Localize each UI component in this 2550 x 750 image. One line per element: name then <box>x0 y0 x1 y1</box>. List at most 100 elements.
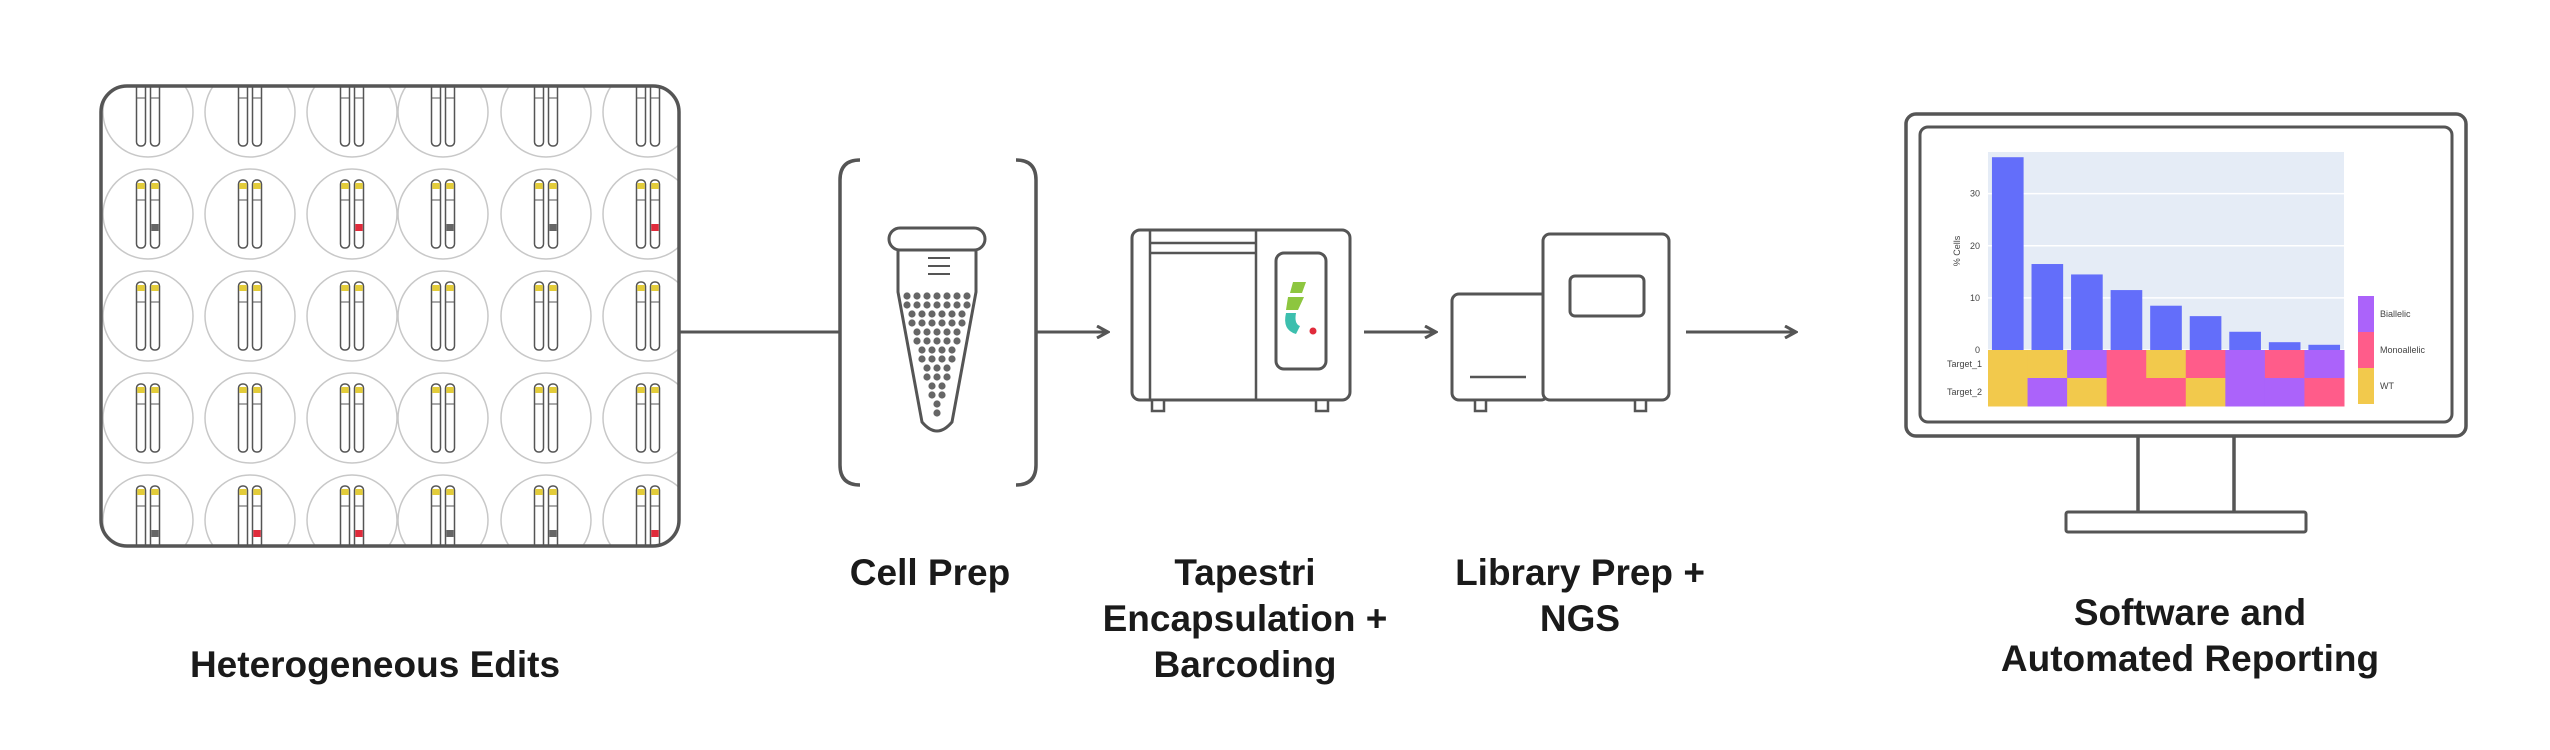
heatmap-cell <box>2027 378 2068 407</box>
cell <box>602 372 679 464</box>
chromosome <box>237 383 249 453</box>
chromatid <box>547 179 559 249</box>
chromatid <box>149 485 161 546</box>
target-band <box>535 183 543 189</box>
chromosome <box>353 179 365 249</box>
chromatid <box>547 383 559 453</box>
cell-outline <box>102 168 194 260</box>
chromatid <box>547 485 559 546</box>
cell-outline <box>102 372 194 464</box>
cell-outline <box>397 168 489 260</box>
target-band <box>253 183 261 189</box>
target-band <box>446 183 454 189</box>
cell-dot <box>923 364 931 372</box>
cell-dot <box>958 319 966 327</box>
chromosome <box>635 86 647 147</box>
plate-border <box>99 84 681 548</box>
cell <box>102 168 194 260</box>
chromosome <box>149 86 161 147</box>
cell-dot <box>943 373 951 381</box>
chromosome <box>649 485 661 546</box>
cell-outline <box>204 270 296 362</box>
chromosome <box>251 86 263 147</box>
chromosome <box>430 179 442 249</box>
chromosome <box>149 179 161 249</box>
heatmap-cell <box>2225 350 2266 379</box>
edit-mark <box>549 530 557 537</box>
chromatid <box>533 179 545 249</box>
edit-mark <box>151 224 159 231</box>
chromatid <box>237 485 249 546</box>
target-band <box>432 183 440 189</box>
chromatid <box>547 281 559 351</box>
target-band <box>253 387 261 393</box>
chromosome <box>135 281 147 351</box>
target-band <box>341 387 349 393</box>
cell-outline <box>204 372 296 464</box>
chromatid <box>339 86 351 147</box>
step-label-software: Software and Automated Reporting <box>2000 592 2380 679</box>
chromosome <box>444 383 456 453</box>
cell-dot <box>938 310 946 318</box>
chromosome <box>251 383 263 453</box>
cell-outline <box>500 168 592 260</box>
cell-dot <box>903 292 911 300</box>
cell-dot <box>933 373 941 381</box>
chromosome <box>444 86 456 147</box>
step-label-library-prep: Library Prep + NGS <box>1455 552 1705 639</box>
cell-dot <box>943 337 951 345</box>
chromosome <box>533 485 545 546</box>
legend-swatch <box>2358 368 2374 404</box>
edit-mark <box>253 530 261 537</box>
cell-outline <box>500 474 592 546</box>
chromosome <box>533 281 545 351</box>
chromatid <box>430 281 442 351</box>
chromosome <box>533 383 545 453</box>
chromatid <box>533 485 545 546</box>
chromatid <box>149 383 161 453</box>
chromatid <box>430 86 442 147</box>
chromatid <box>430 179 442 249</box>
cell-dot <box>948 355 956 363</box>
chart-bars <box>1991 157 2341 350</box>
cell-outline <box>602 168 679 260</box>
cell <box>306 270 398 362</box>
chromosome <box>547 281 559 351</box>
heatmap-cell <box>2146 378 2187 407</box>
cell <box>204 168 296 260</box>
chromatid <box>135 485 147 546</box>
target-band <box>549 183 557 189</box>
target-band <box>341 285 349 291</box>
chromosome <box>251 179 263 249</box>
cell-dot <box>928 391 936 399</box>
target-band <box>239 387 247 393</box>
chromatid <box>135 383 147 453</box>
cell-dot <box>918 310 926 318</box>
cell-dot <box>918 355 926 363</box>
edit-mark <box>151 530 159 537</box>
cell-prep-bracket <box>838 158 1038 487</box>
chromosome <box>353 86 365 147</box>
chromosome <box>237 281 249 351</box>
chromosome <box>149 485 161 546</box>
edit-mark <box>549 224 557 231</box>
cell <box>204 474 296 546</box>
cell-dot <box>913 301 921 309</box>
cell-outline <box>500 86 592 158</box>
edit-mark <box>355 530 363 537</box>
cell-plate <box>99 84 681 548</box>
target-band <box>137 489 145 495</box>
chromosome <box>635 281 647 351</box>
cell-dot <box>953 292 961 300</box>
legend-swatch <box>2358 296 2374 332</box>
chromatid <box>135 86 147 147</box>
chromatid <box>635 383 647 453</box>
target-band <box>651 285 659 291</box>
cell <box>102 474 194 546</box>
heatmap-cell <box>2106 350 2147 379</box>
chromosome <box>649 383 661 453</box>
chromosome <box>533 179 545 249</box>
cell-dot <box>918 319 926 327</box>
cell-dot <box>933 409 941 417</box>
